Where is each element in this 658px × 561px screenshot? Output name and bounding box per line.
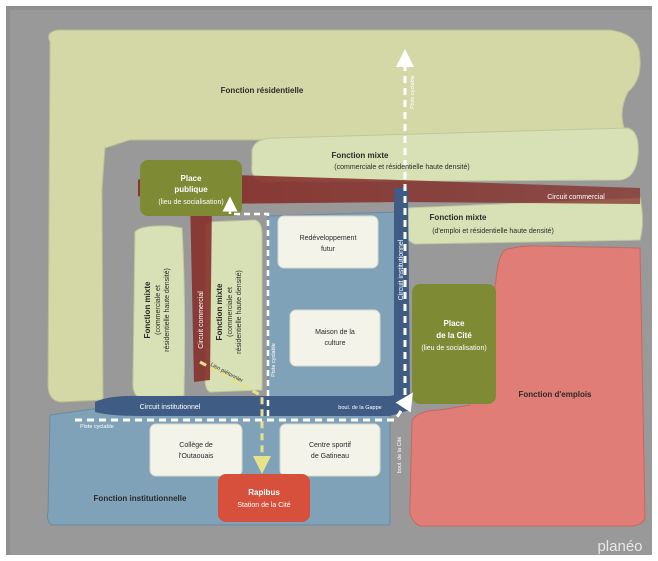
piste-top-label: Piste cyclable	[410, 75, 416, 109]
cycle-path-mid	[222, 196, 270, 416]
institutional-circuit-horizontal	[95, 392, 410, 416]
mixed-left-title: Fonction mixte	[143, 281, 152, 338]
place-de-la-cite	[412, 284, 496, 404]
boul-gappe-label: boul. de la Gappe	[338, 405, 381, 411]
residential-zone	[47, 29, 641, 403]
centre-sportif-line1: Centre sportif	[309, 442, 351, 449]
mixed-center-title: Fonction mixte	[215, 283, 224, 340]
maison-culture-line2: culture	[324, 340, 345, 347]
rapibus-station	[218, 474, 310, 522]
commercial-circuit-label: Circuit commercial	[547, 194, 605, 201]
college-line2: l'Outaouais	[179, 453, 214, 460]
redevelopment-line1: Redéveloppement	[300, 235, 357, 242]
place-publique-line1: Place	[181, 174, 202, 183]
piste-mid-label: Piste cyclable	[271, 343, 277, 377]
employment-zone	[409, 245, 646, 527]
mixed-right-subtitle: (d'emploi et résidentielle haute densité…	[432, 228, 554, 235]
maison-culture-line1: Maison de la	[315, 329, 355, 336]
planeo-logo: planéo	[597, 538, 642, 555]
institutional-circuit-label: Circuit institutionnel	[140, 404, 201, 411]
place-publique-line2: publique	[174, 185, 208, 194]
place-cite-sub: (lieu de socialisation)	[421, 345, 486, 352]
institutional-circuit-vertical-label: Circuit institutionnel	[398, 239, 405, 300]
mixed-center-labels: Fonction mixte (commerciale et résidenti…	[215, 270, 243, 354]
commercial-circuit-horizontal	[138, 173, 640, 204]
centre-sportif-line2: de Gatineau	[311, 453, 349, 460]
place-publique-sub: (lieu de socialisation)	[158, 199, 223, 206]
place-publique	[140, 160, 242, 216]
mixed-left-line2: résidentielle haute densité)	[164, 268, 171, 352]
building-maison-culture	[289, 309, 381, 367]
redevelopment-line2: futur	[321, 246, 336, 253]
commercial-circuit-vertical-label: Circuit commercial	[198, 291, 205, 349]
place-cite-line1: Place	[444, 319, 465, 328]
mixed-center-line2: résidentielle haute densité)	[236, 270, 243, 354]
institutional-label: Fonction institutionnelle	[94, 494, 187, 503]
mixed-top-subtitle: (commerciale et résidentielle haute dens…	[334, 164, 469, 171]
building-redevelopment	[277, 215, 379, 269]
mixed-left-zone	[132, 225, 186, 399]
place-cite-line2: de la Cité	[436, 331, 472, 340]
boul-cite-label: boul. de la Cité	[397, 437, 403, 474]
college-line1: Collège de	[179, 442, 213, 449]
mixed-left-labels: Fonction mixte (commerciale et résidenti…	[143, 268, 171, 352]
building-college	[149, 423, 243, 477]
mixed-center-line1: (commerciale et	[227, 287, 234, 337]
residential-label: Fonction résidentielle	[221, 86, 304, 95]
mixed-left-line1: (commerciale et	[155, 285, 162, 335]
building-centre-sportif	[279, 423, 381, 477]
mixed-top-title: Fonction mixte	[332, 151, 389, 160]
piste-left-label: Piste cyclable	[80, 424, 114, 430]
employment-label: Fonction d'emplois	[518, 390, 592, 399]
commercial-circuit-vertical	[190, 196, 212, 382]
mixed-right-title: Fonction mixte	[430, 213, 487, 222]
rapibus-line1: Rapibus	[248, 488, 280, 497]
rapibus-line2: Station de la Cité	[237, 502, 290, 509]
